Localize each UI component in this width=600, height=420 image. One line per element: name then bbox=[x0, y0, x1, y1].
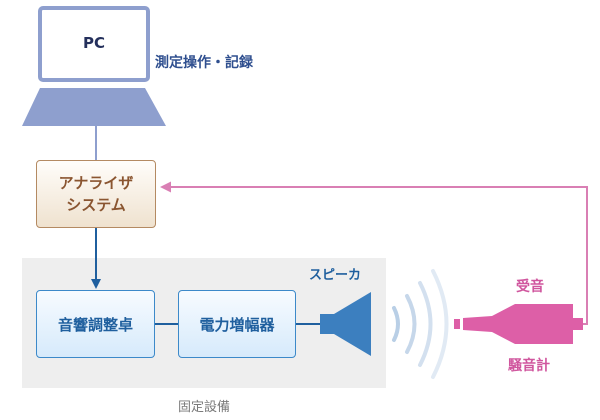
sound-meter-label: 騒音計 bbox=[508, 358, 550, 374]
fixed-equipment-label: 固定設備 bbox=[177, 400, 230, 415]
receive-label: 受音 bbox=[516, 279, 544, 295]
mixer-box: 音響調整卓 bbox=[36, 290, 155, 358]
speaker-icon bbox=[320, 292, 371, 356]
sound-waves bbox=[392, 269, 449, 379]
pc-caption: 測定操作・記録 bbox=[155, 55, 253, 71]
speaker-label: スピーカ bbox=[309, 268, 362, 283]
pc-keyboard bbox=[22, 88, 166, 126]
amplifier-box: 電力増幅器 bbox=[178, 290, 296, 358]
analyzer-label-line1: アナライザ bbox=[58, 174, 134, 192]
pc-label: PC bbox=[82, 34, 105, 52]
sound-meter-icon bbox=[454, 304, 583, 344]
analyzer-system-box: アナライザ システム bbox=[36, 160, 156, 228]
analyzer-label-line2: システム bbox=[66, 196, 126, 214]
pc-monitor bbox=[38, 6, 150, 82]
feedback-arrow bbox=[160, 181, 588, 325]
